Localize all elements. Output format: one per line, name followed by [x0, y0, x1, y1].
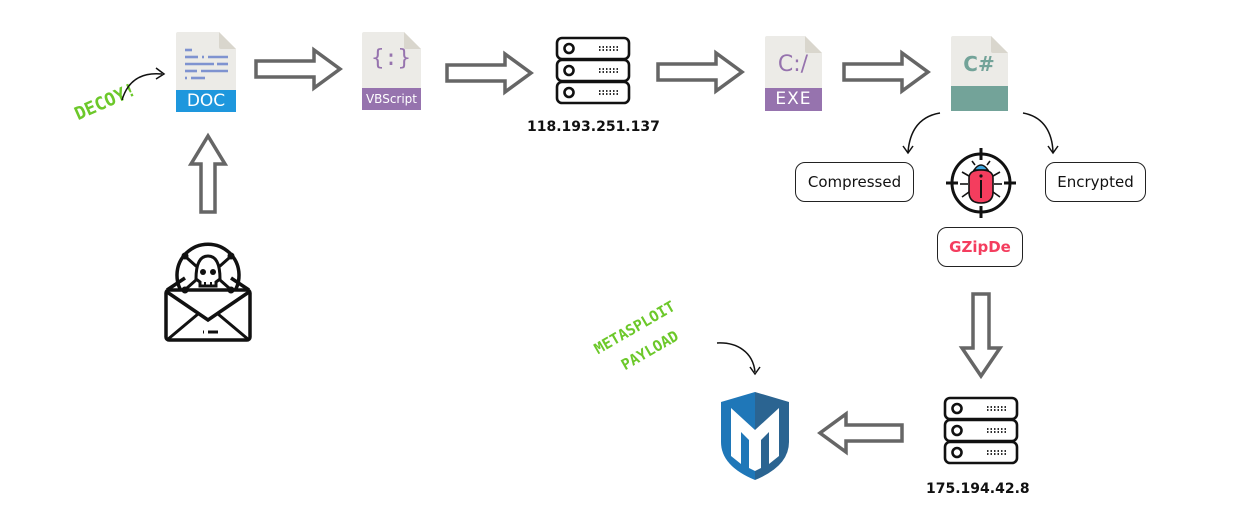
compressed-label: Compressed [807, 173, 902, 191]
doc-file-label: DOC [186, 91, 226, 111]
encrypted-box: Encrypted [1045, 162, 1146, 202]
exe-file-label: EXE [775, 89, 812, 109]
gzipde-label: GZipDe [949, 238, 1011, 256]
server-ip-label: 118.193.251.137 [527, 119, 660, 135]
left-arrow-icon [817, 410, 904, 456]
decoy-curved-arrow-icon [121, 67, 166, 101]
exe-glyph: C:/ [777, 52, 809, 77]
vbscript-file-label: VBScript [365, 92, 418, 106]
malicious-email-icon [164, 242, 252, 342]
compressed-box: Compressed [795, 162, 914, 202]
metasploit-curved-arrow-icon [716, 342, 761, 376]
metasploit-logo-icon [721, 392, 789, 480]
malware-bug-target-icon [946, 148, 1016, 218]
right-arrow-icon [656, 49, 745, 95]
vbscript-glyph: {:} [371, 46, 411, 71]
down-arrow-icon [958, 292, 1004, 380]
up-arrow-icon [187, 132, 229, 214]
right-arrow-icon [254, 46, 343, 92]
doc-file-icon: DOC [175, 32, 237, 112]
gzipde-malware-box: GZipDe [937, 227, 1023, 267]
branch-right-arrow-icon [1022, 112, 1059, 155]
server-ip-label: 175.194.42.8 [926, 481, 1030, 497]
csharp-glyph: C# [963, 52, 995, 76]
csharp-file-icon: C# [950, 36, 1008, 111]
right-arrow-icon [445, 50, 534, 96]
server-icon [943, 396, 1019, 465]
right-arrow-icon [842, 49, 931, 95]
vbscript-file-icon: {:} VBScript [361, 32, 421, 110]
encrypted-label: Encrypted [1057, 173, 1134, 191]
server-icon [555, 36, 631, 105]
branch-left-arrow-icon [902, 112, 941, 155]
exe-file-icon: C:/ EXE [764, 36, 822, 111]
